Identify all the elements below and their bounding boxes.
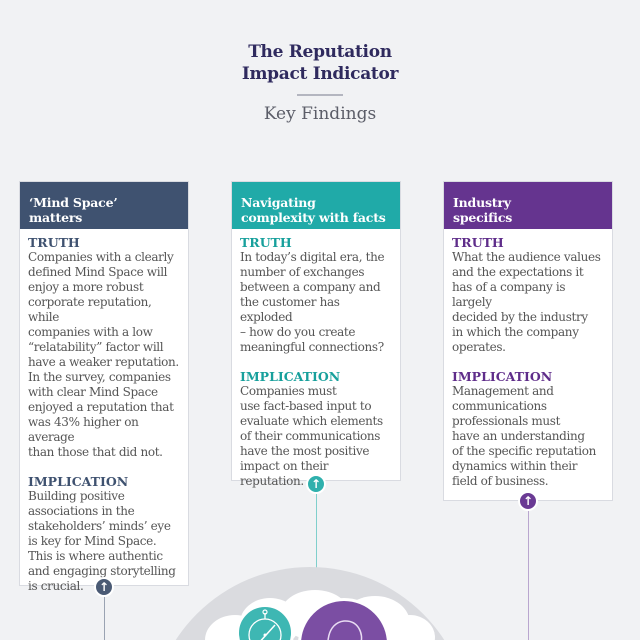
- truth-label: TRUTH: [28, 235, 80, 250]
- title-line-1: The Reputation: [248, 42, 392, 62]
- title-line-2: Impact Indicator: [241, 64, 399, 84]
- truth-text: What the audience values and the expecta…: [452, 250, 601, 354]
- implication-label: IMPLICATION: [452, 369, 553, 384]
- card-heading: Industry specifics: [444, 182, 612, 229]
- truth-label: TRUTH: [240, 235, 292, 250]
- finding-card-industry-specifics: Industry specifics TRUTH What the audien…: [443, 181, 613, 501]
- subtitle: Key Findings: [263, 104, 377, 124]
- connector-line-3: [528, 506, 529, 640]
- connector-line-1: [104, 590, 105, 640]
- arrow-up-icon[interactable]: ↑: [306, 474, 326, 494]
- connector-line-2: [316, 486, 317, 611]
- implication-text: Companies must use fact-based input to e…: [240, 384, 383, 488]
- title: The Reputation Impact Indicator: [0, 41, 640, 85]
- card-heading: ‘Mind Space’ matters: [20, 182, 188, 229]
- arrow-up-icon[interactable]: ↑: [518, 491, 538, 511]
- implication-text: Building positive associations in the st…: [28, 489, 176, 593]
- card-heading: Navigating complexity with facts: [232, 182, 400, 229]
- compass-icon: [236, 604, 294, 640]
- truth-label: TRUTH: [452, 235, 504, 250]
- arrow-up-icon[interactable]: ↑: [94, 577, 114, 597]
- truth-text: In today’s digital era, the number of ex…: [240, 250, 385, 354]
- finding-card-navigating-complexity: Navigating complexity with facts TRUTH I…: [231, 181, 401, 488]
- truth-text: Companies with a clearly defined Mind Sp…: [28, 250, 179, 459]
- implication-label: IMPLICATION: [240, 369, 341, 384]
- head-profile-icon: [298, 598, 390, 640]
- implication-text: Management and communications profession…: [452, 384, 596, 488]
- title-divider: [297, 94, 343, 96]
- finding-card-mind-space: ‘Mind Space’ matters TRUTH Companies wit…: [19, 181, 189, 593]
- implication-label: IMPLICATION: [28, 474, 129, 489]
